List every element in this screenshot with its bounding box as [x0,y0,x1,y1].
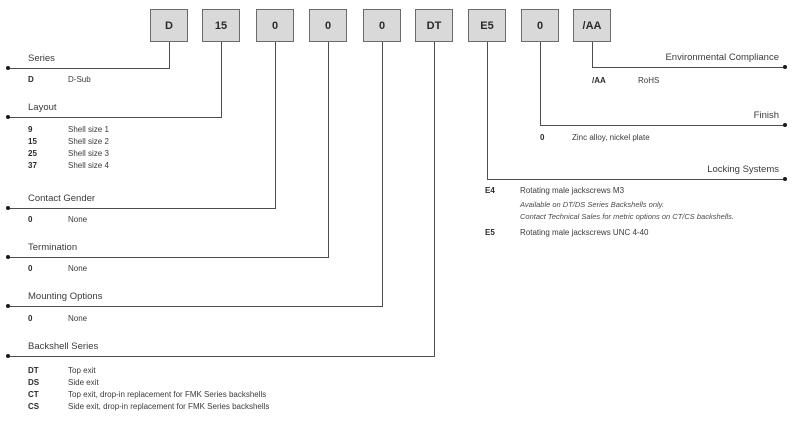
option-code: E5 [485,228,495,237]
line-end-dot [783,123,787,127]
connector-hline-termination [8,257,329,258]
section-label-environmental-compliance: Environmental Compliance [665,52,779,63]
segment-box-mounting: 0 [363,9,401,42]
option-desc: Top exit, drop-in replacement for FMK Se… [68,390,267,399]
option-code: DT [28,366,39,375]
connector-hline-mounting [8,306,383,307]
line-end-dot [6,206,10,210]
option-desc: Shell size 2 [68,137,109,146]
segment-box-finish: 0 [521,9,559,42]
option-code: 0 [28,215,33,224]
option-code: 15 [28,137,37,146]
segment-box-contact-gender: 0 [256,9,294,42]
option-desc: Top exit [68,366,96,375]
connector-vline-termination [328,42,329,258]
section-label-contact-gender: Contact Gender [28,193,96,204]
option-note: Contact Technical Sales for metric optio… [520,212,734,221]
section-label-mounting-options: Mounting Options [28,291,103,302]
connector-hline-contact [8,208,276,209]
option-desc: Shell size 4 [68,161,109,170]
option-note: Available on DT/DS Series Backshells onl… [520,200,664,209]
connector-vline-series [169,42,170,69]
connector-hline-locking [487,179,786,180]
connector-vline-env [592,42,593,68]
segment-box-locking: E5 [468,9,506,42]
option-code: 25 [28,149,37,158]
segment-box-layout: 15 [202,9,240,42]
option-code: /AA [592,76,606,85]
section-label-termination: Termination [28,242,78,253]
option-desc: None [68,314,88,323]
option-desc: Zinc alloy, nickel plate [572,133,650,142]
option-desc: Shell size 1 [68,125,109,134]
connector-vline-contact [275,42,276,209]
segment-box-termination: 0 [309,9,347,42]
option-desc: None [68,264,88,273]
line-end-dot [6,66,10,70]
connector-vline-mounting [382,42,383,307]
segment-box-backshell: DT [415,9,453,42]
option-desc: None [68,215,88,224]
option-code: 9 [28,125,33,134]
option-code: 37 [28,161,37,170]
option-code: 0 [28,314,33,323]
option-code: D [28,75,34,84]
option-code: E4 [485,186,495,195]
connector-vline-backshell [434,42,435,357]
line-end-dot [6,255,10,259]
option-desc: RoHS [638,76,660,85]
connector-hline-layout [8,117,222,118]
section-label-layout: Layout [28,102,57,113]
option-code: 0 [28,264,33,273]
line-end-dot [6,354,10,358]
option-code: DS [28,378,40,387]
connector-hline-env [592,67,786,68]
option-desc: Rotating male jackscrews M3 [520,186,625,195]
line-end-dot [783,177,787,181]
connector-hline-backshell [8,356,435,357]
option-code: CS [28,402,40,411]
option-desc: Side exit, drop-in replacement for FMK S… [68,402,270,411]
option-desc: Side exit [68,378,99,387]
segment-box-series: D [150,9,188,42]
section-label-finish: Finish [753,110,779,121]
connector-hline-series [8,68,170,69]
connector-vline-finish [540,42,541,126]
line-end-dot [6,115,10,119]
connector-vline-locking [487,42,488,180]
line-end-dot [783,65,787,69]
section-label-series: Series [28,53,55,64]
option-desc: D-Sub [68,75,91,84]
segment-box-env-compliance: /AA [573,9,611,42]
option-desc: Rotating male jackscrews UNC 4-40 [520,228,649,237]
section-label-locking-systems: Locking Systems [707,164,779,175]
option-code: 0 [540,133,545,142]
line-end-dot [6,304,10,308]
connector-vline-layout [221,42,222,118]
option-desc: Shell size 3 [68,149,109,158]
option-code: CT [28,390,39,399]
connector-hline-finish [540,125,786,126]
section-label-backshell-series: Backshell Series [28,341,99,352]
